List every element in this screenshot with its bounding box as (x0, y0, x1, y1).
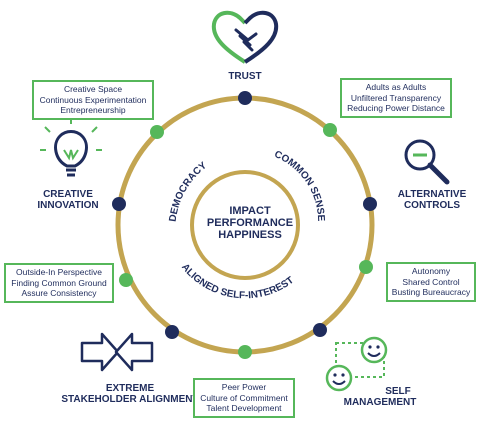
node-dot-trust (238, 91, 252, 105)
converging-arrows-icon (80, 332, 154, 372)
stakeholder-alignment-label: EXTREME STAKEHOLDER ALIGNMENT (55, 383, 205, 405)
box-line: Culture of Commitment (200, 392, 288, 403)
box-line: Busting Bureaucracy (391, 287, 471, 297)
self-management-line-1: SELF (385, 386, 411, 397)
self-management-label: SELF MANAGEMENT (330, 386, 430, 408)
box-line: Unfiltered Transparency (350, 92, 442, 103)
node-dot-top-left (150, 125, 164, 139)
node-dot-self-management (313, 323, 327, 337)
stakeholder-alignment-line-1: EXTREME (105, 383, 155, 394)
box-stakeholder-practices: Outside-In Perspective Finding Common Gr… (4, 263, 114, 303)
box-control-practices: Autonomy Shared Control Busting Bureaucr… (386, 262, 476, 302)
inner-ring (190, 170, 300, 280)
alternative-controls-line-2: CONTROLS (403, 199, 461, 211)
box-line: Reducing Power Distance (347, 103, 445, 113)
box-line: Continuous Experimentation (39, 94, 147, 105)
box-line: Shared Control (402, 276, 460, 287)
creative-innovation-label: CREATIVE INNOVATION (28, 189, 108, 211)
node-dot-bottom (238, 345, 252, 359)
handshake-heart-icon (211, 10, 279, 64)
box-line: Assure Consistency (21, 288, 97, 298)
alternative-controls-line-1: ALTERNATIVE (397, 189, 467, 200)
box-line: Talent Development (206, 403, 282, 413)
box-creative-practices: Creative Space Continuous Experimentatio… (32, 80, 154, 120)
box-line: Finding Common Ground (11, 277, 107, 288)
node-dot-stakeholder (165, 325, 179, 339)
lightbulb-icon (40, 117, 102, 177)
box-line: Autonomy (411, 266, 451, 276)
trust-label-text: TRUST (228, 71, 262, 82)
self-management-line-2: MANAGEMENT (343, 396, 417, 408)
alternative-controls-label: ALTERNATIVE CONTROLS (390, 189, 474, 211)
box-line: Peer Power (221, 382, 267, 392)
creative-innovation-line-2: INNOVATION (37, 199, 99, 211)
box-line: Entrepreneurship (60, 105, 126, 115)
smiley-faces-icon (325, 336, 388, 392)
box-trust-practices: Adults as Adults Unfiltered Transparency… (340, 78, 452, 118)
center-line-2: PERFORMANCE (206, 217, 294, 229)
node-dot-mid-right (359, 260, 373, 274)
center-line-3: HAPPINESS (218, 229, 282, 241)
box-line: Adults as Adults (365, 82, 427, 92)
node-dot-top-right (323, 123, 337, 137)
trust-label: TRUST (225, 71, 265, 83)
magnifier-icon (404, 139, 450, 185)
box-line: Creative Space (63, 84, 123, 94)
creative-innovation-line-1: CREATIVE (43, 189, 93, 200)
center-title: IMPACT PERFORMANCE HAPPINESS (190, 205, 310, 241)
node-dot-alternative-controls (363, 197, 377, 211)
box-people-practices: Peer Power Culture of Commitment Talent … (193, 378, 295, 418)
node-dot-creative (112, 197, 126, 211)
stakeholder-alignment-line-2: STAKEHOLDER ALIGNMENT (61, 393, 199, 405)
box-line: Outside-In Perspective (16, 267, 102, 277)
center-line-1: IMPACT (229, 205, 271, 217)
node-dot-mid-left (119, 273, 133, 287)
